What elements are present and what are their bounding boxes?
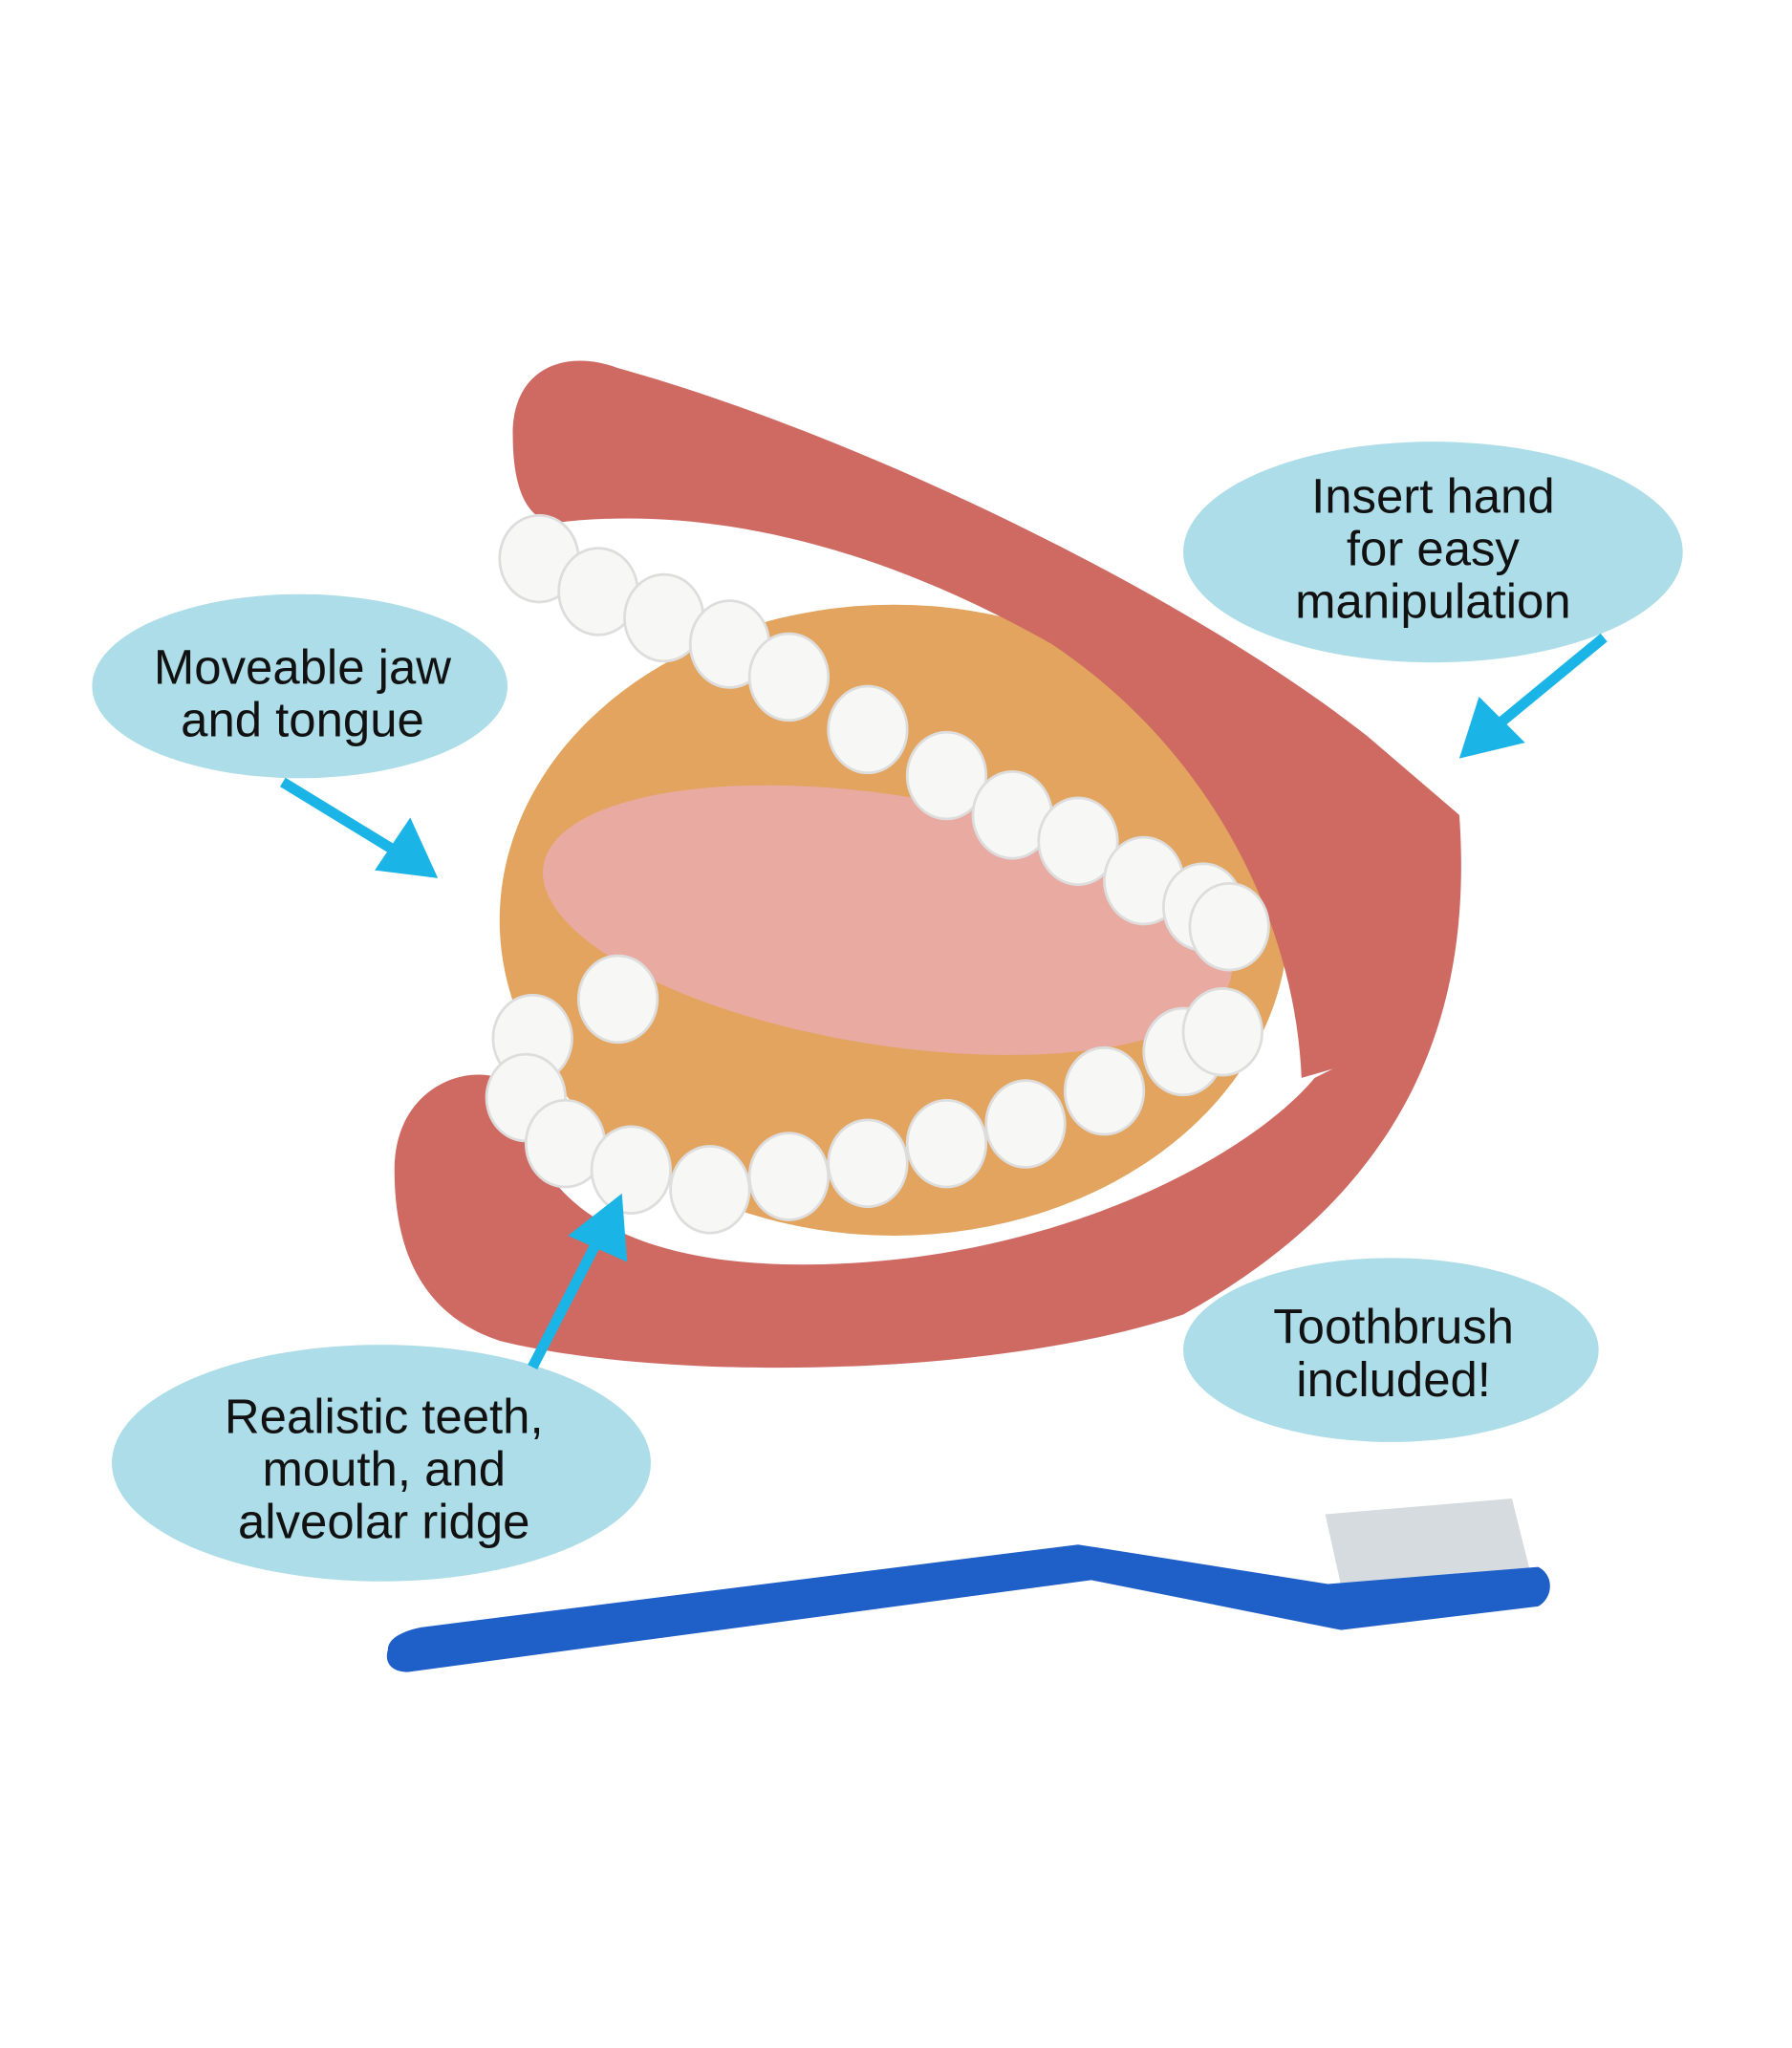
callout-hand-line-1: Insert hand	[1311, 468, 1555, 523]
callout-jaw-line-2: and tongue	[181, 692, 424, 746]
callout-hand-line-2: for easy	[1347, 521, 1521, 575]
callout-toothbrush-line-2: included!	[1296, 1352, 1491, 1407]
tooth	[905, 730, 988, 821]
tooth	[747, 632, 831, 722]
tooth	[984, 1079, 1067, 1169]
callout-jaw: Moveable jaw and tongue	[92, 593, 508, 779]
tooth	[1188, 881, 1270, 972]
tooth	[905, 1098, 988, 1189]
callout-jaw-line-1: Moveable jaw	[154, 639, 451, 694]
callout-toothbrush-line-1: Toothbrush	[1273, 1300, 1514, 1354]
callout-hand-line-3: manipulation	[1295, 573, 1570, 628]
arrow-jaw	[279, 777, 404, 859]
toothbrush-handle	[386, 1544, 1550, 1672]
tooth	[1181, 986, 1263, 1077]
arrows	[279, 633, 1608, 1370]
tooth	[590, 1125, 672, 1215]
tooth	[827, 684, 909, 775]
arrow-hand	[1488, 633, 1608, 734]
giant-mouth-model	[394, 360, 1461, 1369]
lower-teeth	[485, 954, 1263, 1235]
tooth	[1037, 796, 1119, 887]
tooth	[1063, 1046, 1146, 1136]
callout-teeth: Realistic teeth, mouth, and alveolar rid…	[112, 1345, 651, 1582]
callout-toothbrush: Toothbrush included!	[1183, 1258, 1599, 1442]
tooth	[747, 1132, 831, 1221]
upper-lip	[512, 360, 1459, 1078]
arrow-teeth	[528, 1229, 607, 1370]
callout-teeth-line-2: mouth, and	[262, 1441, 506, 1496]
tooth	[827, 1118, 909, 1209]
toothbrush	[386, 1498, 1550, 1672]
callout-teeth-line-1: Realistic teeth,	[225, 1389, 544, 1443]
callout-teeth-line-3: alveolar ridge	[238, 1494, 529, 1548]
callout-hand: Insert hand for easy manipulation	[1183, 442, 1683, 663]
tooth	[576, 954, 659, 1045]
upper-teeth	[498, 513, 1270, 972]
lower-lip	[394, 814, 1461, 1369]
tooth	[669, 1145, 751, 1235]
